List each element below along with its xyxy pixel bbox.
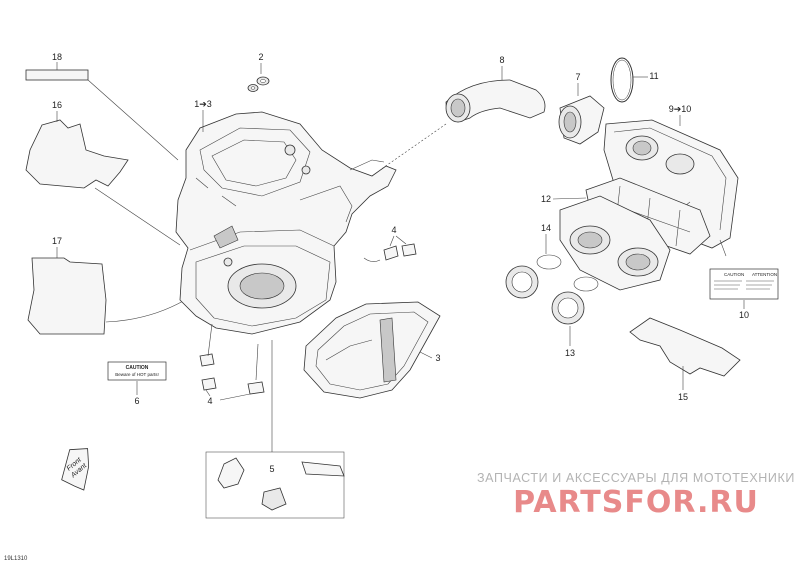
callout-17: 17 xyxy=(52,236,62,246)
watermark-tagline: ЗАПЧАСТИ И АКСЕССУАРЫ ДЛЯ МОТОТЕХНИКИ xyxy=(477,471,795,485)
callout-15: 15 xyxy=(678,392,688,402)
callout-14: 14 xyxy=(541,223,551,233)
part-10-warning-label: CAUTION ATTENTION xyxy=(709,268,779,300)
callout-4-lower: 4 xyxy=(207,396,212,406)
part-16-pad xyxy=(25,119,129,189)
part-4-clips-upper xyxy=(363,243,417,262)
watermark-brand: PARTSFOR.RU xyxy=(513,485,759,520)
warning-label-attention: ATTENTION xyxy=(752,272,777,277)
part-4-clips-lower xyxy=(199,353,265,395)
callout-1-to-3: 1➔3 xyxy=(194,99,212,109)
callout-18: 18 xyxy=(52,52,62,62)
warning-label-caution: CAUTION xyxy=(724,272,744,277)
callout-8: 8 xyxy=(499,55,504,65)
callout-11: 11 xyxy=(649,71,658,81)
callout-3: 3 xyxy=(435,353,440,363)
diagram-code: 19L1310 xyxy=(4,556,28,562)
front-arrow: Front Avant xyxy=(61,448,90,491)
part-11-o-ring xyxy=(610,57,634,103)
part-6-caution-decal: CAUTION Beware of HOT parts! xyxy=(107,361,167,381)
part-7-coupler xyxy=(558,95,605,145)
callout-7: 7 xyxy=(575,72,580,82)
part-3-air-filter xyxy=(303,301,441,399)
part-2-grommets xyxy=(247,76,270,92)
part-18-decal xyxy=(25,69,89,81)
callout-16: 16 xyxy=(52,100,62,110)
callout-6: 6 xyxy=(134,396,139,406)
part-14-adapters xyxy=(536,195,671,292)
callout-2: 2 xyxy=(258,52,263,62)
callout-9-to-10: 9➔10 xyxy=(669,104,692,114)
callout-13: 13 xyxy=(565,348,575,358)
caution-decal-text: Beware of HOT parts! xyxy=(115,372,158,377)
part-1-airbox-housing xyxy=(175,111,397,335)
part-15-gasket xyxy=(629,317,741,377)
callout-5: 5 xyxy=(269,464,274,474)
part-5-clamp-box xyxy=(205,451,345,519)
part-17-pad xyxy=(27,257,107,335)
callout-12: 12 xyxy=(541,194,551,204)
part-8-intake-duct xyxy=(445,79,546,123)
callout-10: 10 xyxy=(739,310,749,320)
callout-4-upper: 4 xyxy=(391,225,396,235)
caution-decal-title: CAUTION xyxy=(126,365,149,371)
part-13-couplers xyxy=(505,265,585,325)
